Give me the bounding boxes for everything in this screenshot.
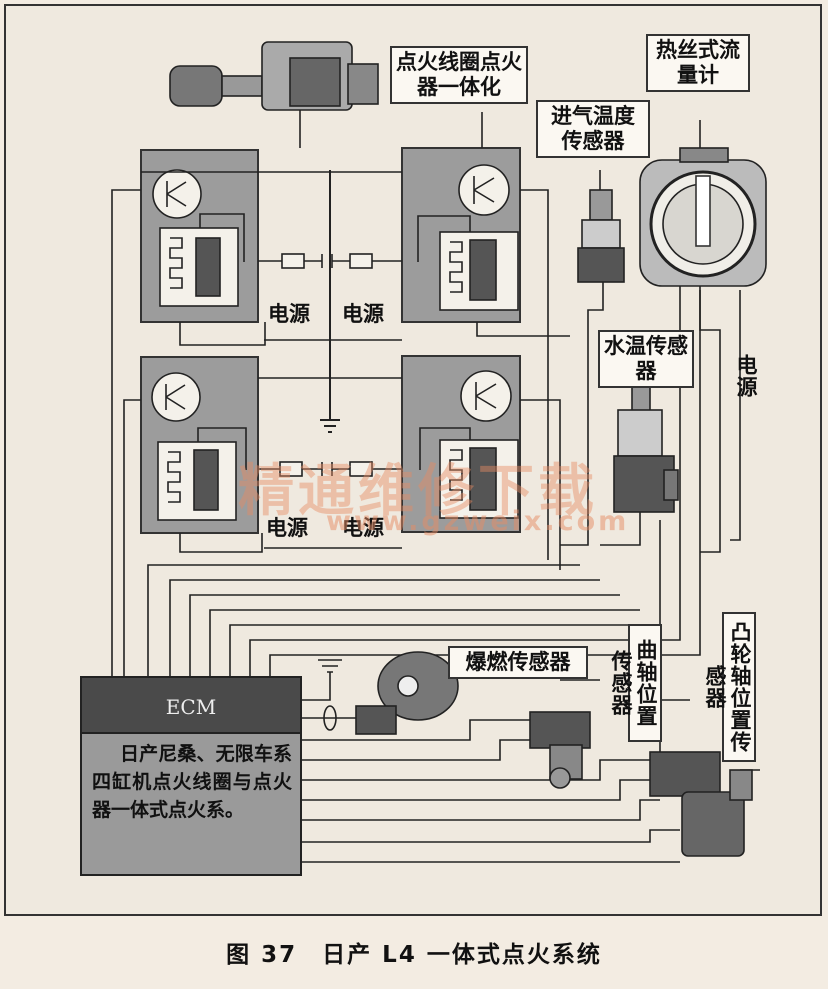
ecm-description: 日产尼桑、无限车系四缸机点火线圈与点火器一体式点火系。 — [80, 734, 302, 876]
coil-igniter-unit-4 — [401, 355, 521, 533]
power-plug-2 — [349, 253, 373, 269]
maf-sensor-image — [639, 147, 767, 287]
label-power-4: 电源 — [342, 516, 384, 540]
label-crank-sensor: 曲轴位置传感器 — [609, 624, 662, 742]
coil-plug-image — [169, 41, 379, 148]
coolant-temp-sensor-image — [613, 385, 679, 513]
crank-sensor-image — [529, 711, 591, 789]
power-plug-1 — [281, 253, 305, 269]
knock-sensor-image — [355, 651, 459, 735]
label-coil-igniter: 点火线圈点火器一体化 — [390, 46, 528, 104]
ecm-title: ECM — [80, 676, 302, 734]
coil-igniter-unit-2 — [401, 147, 521, 323]
label-cam-sensor: 凸轮轴位置传感器 — [703, 612, 756, 762]
label-coolant-temp-sensor: 水温传感器 — [598, 330, 694, 388]
label-knock-sensor: 爆燃传感器 — [448, 646, 588, 679]
figure-caption: 图 37 日产 L4 一体式点火系统 — [226, 942, 602, 968]
label-hot-wire-maf: 热丝式流量计 — [646, 34, 750, 92]
label-power-3: 电源 — [266, 516, 308, 540]
label-power-2: 电源 — [342, 302, 384, 326]
intake-temp-sensor-image — [577, 189, 625, 283]
watermark-text: 精通维修下载 — [238, 459, 598, 524]
cam-sensor-image — [649, 751, 753, 857]
label-intake-temp-sensor: 进气温度传感器 — [536, 100, 650, 158]
coil-igniter-unit-3 — [140, 356, 259, 534]
label-power-vertical: 电源 — [734, 354, 758, 398]
coil-igniter-unit-1 — [140, 149, 259, 323]
watermark-url: www.gzweix.com — [326, 506, 630, 537]
label-power-1: 电源 — [268, 302, 310, 326]
